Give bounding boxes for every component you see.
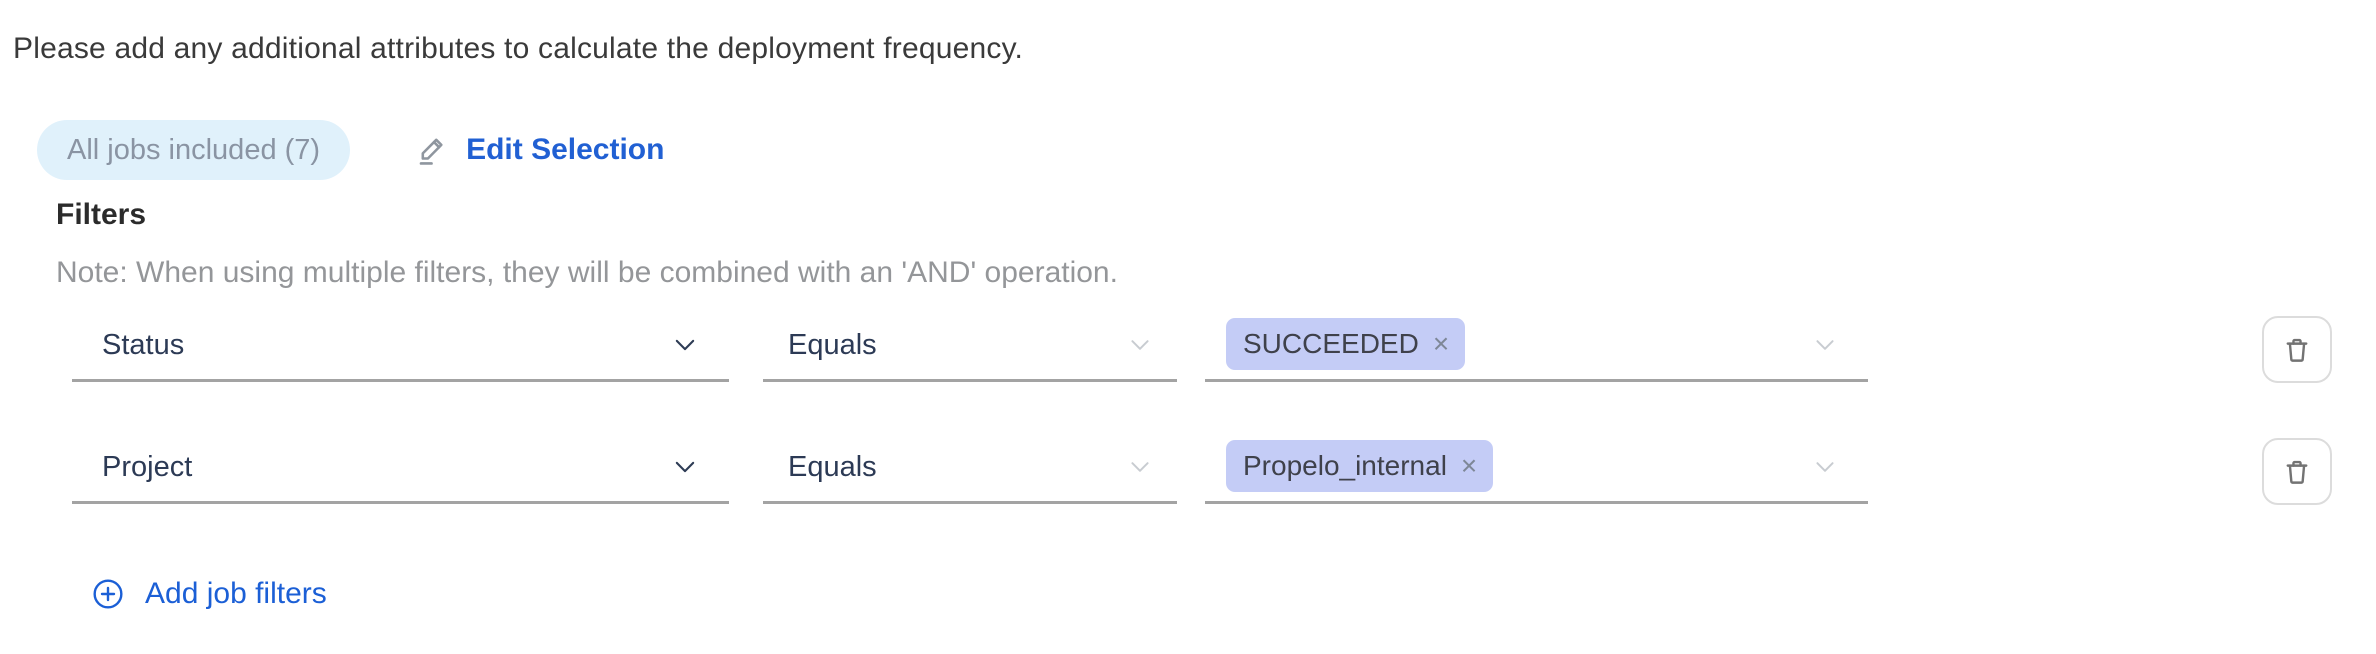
- value-tag[interactable]: SUCCEEDED ×: [1226, 318, 1466, 370]
- delete-filter-button[interactable]: [2262, 316, 2332, 383]
- field-select-value: Status: [102, 328, 185, 361]
- add-job-filters-label: Add job filters: [145, 577, 327, 610]
- chevron-down-icon: [671, 331, 699, 359]
- field-select[interactable]: Project: [72, 439, 729, 504]
- jobs-included-pill: All jobs included (7): [37, 120, 351, 180]
- chevron-down-icon: [671, 453, 699, 481]
- job-selection-row: All jobs included (7) Edit Selection: [37, 120, 664, 180]
- chevron-down-icon: [1812, 454, 1838, 480]
- filter-row: Project Equals Propelo_internal: [72, 438, 2332, 505]
- value-tag-label: SUCCEEDED: [1243, 328, 1419, 359]
- filters-note: Note: When using multiple filters, they …: [56, 256, 1118, 289]
- close-icon[interactable]: ×: [1432, 328, 1450, 359]
- delete-filter-button[interactable]: [2262, 438, 2332, 505]
- operator-select-value: Equals: [788, 450, 877, 483]
- plus-circle-icon: [92, 578, 124, 610]
- trash-icon: [2280, 333, 2314, 367]
- value-multiselect[interactable]: Propelo_internal ×: [1205, 439, 1868, 504]
- value-tag-label: Propelo_internal: [1243, 450, 1447, 481]
- operator-select-value: Equals: [788, 328, 877, 361]
- value-tag[interactable]: Propelo_internal ×: [1226, 440, 1494, 492]
- edit-selection-button[interactable]: Edit Selection: [416, 133, 664, 167]
- operator-select[interactable]: Equals: [763, 317, 1177, 382]
- edit-pencil-icon: [416, 133, 450, 167]
- field-select-value: Project: [102, 450, 193, 483]
- chevron-down-icon: [1812, 332, 1838, 358]
- chevron-down-icon: [1127, 332, 1153, 358]
- instruction-text: Please add any additional attributes to …: [13, 32, 1024, 65]
- add-job-filters-button[interactable]: Add job filters: [92, 577, 327, 611]
- trash-icon: [2280, 455, 2314, 489]
- field-select[interactable]: Status: [72, 317, 729, 382]
- value-multiselect[interactable]: SUCCEEDED ×: [1205, 317, 1868, 382]
- chevron-down-icon: [1127, 454, 1153, 480]
- close-icon[interactable]: ×: [1460, 450, 1478, 481]
- filters-heading: Filters: [56, 198, 147, 231]
- filter-rows: Status Equals SUCCEEDED ×: [72, 316, 2332, 505]
- operator-select[interactable]: Equals: [763, 439, 1177, 504]
- filter-row: Status Equals SUCCEEDED ×: [72, 316, 2332, 383]
- edit-selection-label: Edit Selection: [466, 133, 665, 166]
